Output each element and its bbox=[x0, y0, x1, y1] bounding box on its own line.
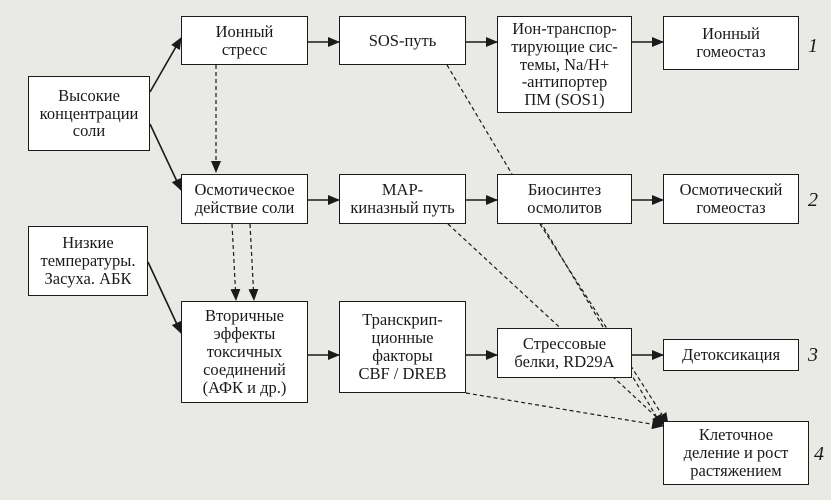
arrow-high-salt-to-osmotic bbox=[149, 123, 182, 191]
dashed-osmotic-to-secondary-b bbox=[248, 223, 259, 301]
row-number-2: 2 bbox=[808, 189, 818, 211]
dashed-map-to-cell-div bbox=[447, 223, 666, 426]
node-osmolyte: Биосинтез осмолитов bbox=[497, 174, 632, 224]
node-high-salt: Высокие концентрации соли bbox=[28, 76, 150, 151]
dashed-osmotic-to-secondary-a bbox=[230, 223, 241, 301]
row-number-1: 1 bbox=[808, 35, 818, 57]
node-osm-homeo: Осмотический гомеостаз bbox=[663, 174, 799, 224]
node-osmotic: Осмотическое действие соли bbox=[181, 174, 308, 224]
node-ion-homeo: Ионный гомеостаз bbox=[663, 16, 799, 70]
node-cell-div: Клеточное деление и рост растяжением bbox=[663, 421, 809, 485]
node-ion-transport: Ион-транспор- тирующие сис- темы, Na/H+ … bbox=[497, 16, 632, 113]
node-ion-stress: Ионный стресс bbox=[181, 16, 308, 65]
dashed-osmolyte-to-cell-div bbox=[539, 223, 669, 425]
arrow-high-salt-to-ion-stress bbox=[149, 37, 182, 93]
node-secondary: Вторичные эффекты токсичных соединений (… bbox=[181, 301, 308, 403]
node-tf: Транскрип- ционные факторы CBF / DREB bbox=[339, 301, 466, 393]
row-number-3: 3 bbox=[808, 344, 818, 366]
dashed-tf-to-cell-div bbox=[465, 392, 664, 430]
node-sos-path: SOS-путь bbox=[339, 16, 466, 65]
node-stress-prot: Стрессовые белки, RD29A bbox=[497, 328, 632, 378]
solid-arrows bbox=[147, 37, 664, 360]
node-map-path: МАР- киназный путь bbox=[339, 174, 466, 224]
arrow-low-temp-to-secondary bbox=[147, 261, 182, 334]
node-low-temp: Низкие температуры. Засуха. АБК bbox=[28, 226, 148, 296]
node-detox: Детоксикация bbox=[663, 339, 799, 371]
row-number-4: 4 bbox=[814, 443, 824, 465]
